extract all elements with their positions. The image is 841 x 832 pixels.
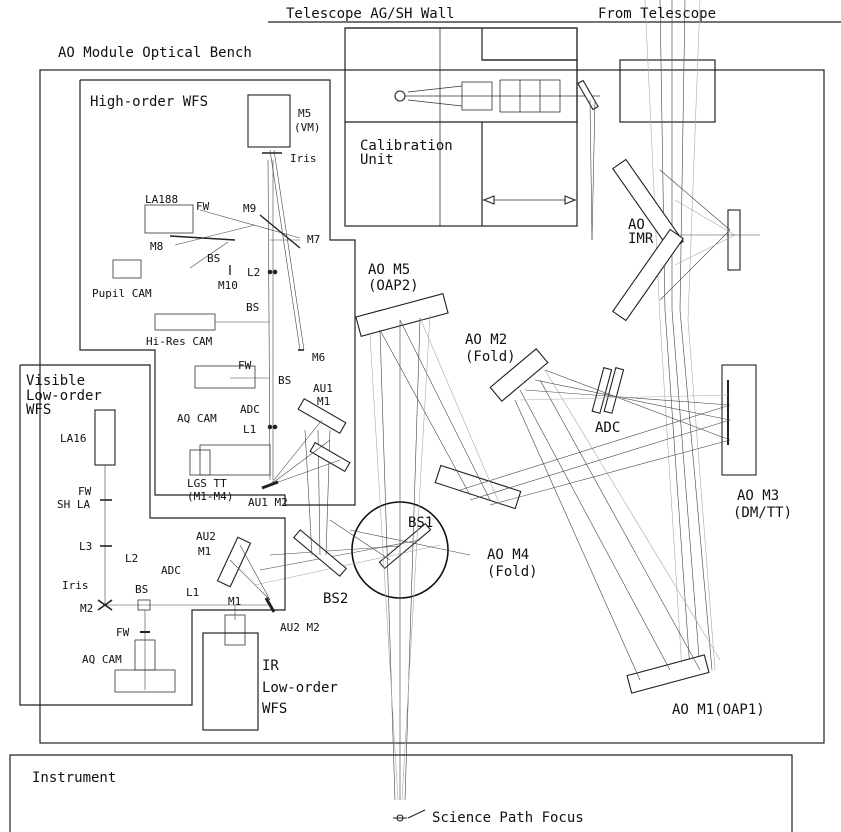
label-bs-aq: BS bbox=[278, 374, 291, 387]
label-bs2: BS2 bbox=[323, 591, 348, 607]
label-iris-top: Iris bbox=[290, 152, 317, 165]
label-hires-cam: Hi-Res CAM bbox=[146, 335, 213, 348]
label-visible-2: Low-order bbox=[26, 388, 102, 404]
label-telescope-wall: Telescope AG/SH Wall bbox=[286, 6, 455, 22]
label-au1-m2: AU1 M2 bbox=[248, 496, 288, 509]
label-sh-la: SH LA bbox=[57, 498, 90, 511]
ao-imr bbox=[612, 158, 760, 322]
label-m10: M10 bbox=[218, 279, 238, 292]
ir-low-order-wfs bbox=[202, 605, 259, 731]
label-m1-vis: M1 bbox=[228, 595, 241, 608]
label-ao-m2-1: AO M2 bbox=[465, 332, 507, 348]
label-ir-2: Low-order bbox=[262, 680, 338, 696]
label-visible-3: WFS bbox=[26, 402, 51, 418]
high-order-wfs-region bbox=[79, 79, 356, 506]
label-ao-m1: AO M1(OAP1) bbox=[672, 702, 765, 718]
label-l3: L3 bbox=[79, 540, 92, 553]
label-science-focus: Science Path Focus bbox=[432, 810, 584, 826]
label-bs-hi2: BS bbox=[246, 301, 259, 314]
label-bench-title: AO Module Optical Bench bbox=[58, 45, 252, 61]
label-calib-2: Unit bbox=[360, 152, 394, 168]
label-fw-top: FW bbox=[196, 200, 210, 213]
label-m5-vm-1: M5 bbox=[298, 107, 311, 120]
label-au2-m1-2: M1 bbox=[198, 545, 211, 558]
ao-m2-fold bbox=[489, 348, 549, 402]
label-aq-cam-top: AQ CAM bbox=[177, 412, 217, 425]
label-iris-vis: Iris bbox=[62, 579, 89, 592]
label-m8: M8 bbox=[150, 240, 163, 253]
label-m5-vm-2: (VM) bbox=[294, 121, 321, 134]
label-lgs-tt-2: (M1-M4) bbox=[187, 490, 233, 503]
label-bs-hi1: BS bbox=[207, 252, 220, 265]
label-ir-1: IR bbox=[262, 658, 279, 674]
label-fw-vis: FW bbox=[78, 485, 92, 498]
adc-main bbox=[591, 367, 625, 414]
label-instrument: Instrument bbox=[32, 770, 116, 786]
label-au2-m2: AU2 M2 bbox=[280, 621, 320, 634]
label-pupil-cam: Pupil CAM bbox=[92, 287, 152, 300]
label-adc-hi: ADC bbox=[240, 403, 260, 416]
label-ao-m5-2: (OAP2) bbox=[368, 278, 419, 294]
label-bs-vis: BS bbox=[135, 583, 148, 596]
label-fw-bot: FW bbox=[116, 626, 130, 639]
label-adc-vis: ADC bbox=[161, 564, 181, 577]
label-ao-m3-2: (DM/TT) bbox=[733, 505, 792, 521]
ao-m3-dmtt bbox=[721, 364, 757, 476]
label-ao-m4-2: (Fold) bbox=[487, 564, 538, 580]
label-ao-imr-2: IMR bbox=[628, 231, 654, 247]
label-ir-3: WFS bbox=[262, 701, 287, 717]
label-l2-vis: L2 bbox=[125, 552, 138, 565]
label-l1-vis: L1 bbox=[186, 586, 199, 599]
visible-low-order-wfs-region bbox=[19, 364, 286, 706]
optical-bench-outline bbox=[39, 69, 825, 744]
label-m6: M6 bbox=[312, 351, 325, 364]
label-high-order-wfs: High-order WFS bbox=[90, 94, 208, 110]
label-ao-m2-2: (Fold) bbox=[465, 349, 516, 365]
label-adc-main: ADC bbox=[595, 420, 620, 436]
label-la16: LA16 bbox=[60, 432, 87, 445]
label-ao-m5-1: AO M5 bbox=[368, 262, 410, 278]
label-m9: M9 bbox=[243, 202, 256, 215]
label-au1-m1-1: AU1 bbox=[313, 382, 333, 395]
label-ao-m3-1: AO M3 bbox=[737, 488, 779, 504]
telescope-beam bbox=[644, 0, 716, 671]
label-m2-vis: M2 bbox=[80, 602, 93, 615]
instrument-box bbox=[9, 754, 793, 832]
label-lgs-tt-1: LGS TT bbox=[187, 477, 227, 490]
label-bs1: BS1 bbox=[408, 515, 433, 531]
label-la188: LA188 bbox=[145, 193, 178, 206]
label-from-telescope: From Telescope bbox=[598, 6, 716, 22]
label-ao-m4-1: AO M4 bbox=[487, 547, 529, 563]
label-visible-1: Visible bbox=[26, 373, 85, 389]
calibration-unit bbox=[344, 27, 716, 241]
ao-m1-oap1 bbox=[626, 654, 710, 694]
bs2 bbox=[293, 429, 347, 577]
label-l1-hi: L1 bbox=[243, 423, 256, 436]
label-l2-hi: L2 bbox=[247, 266, 260, 279]
label-ao-imr-1: AO bbox=[628, 217, 645, 233]
label-aq-cam-bot: AQ CAM bbox=[82, 653, 122, 666]
label-m7: M7 bbox=[307, 233, 320, 246]
label-calib-1: Calibration bbox=[360, 138, 453, 154]
main-beam-rays bbox=[254, 314, 731, 801]
au1-mirrors bbox=[261, 398, 351, 490]
label-fw-aq: FW bbox=[238, 359, 252, 372]
ao-m5-oap2 bbox=[355, 293, 449, 337]
label-au2-m1-1: AU2 bbox=[196, 530, 216, 543]
label-au1-m1-2: M1 bbox=[317, 395, 330, 408]
